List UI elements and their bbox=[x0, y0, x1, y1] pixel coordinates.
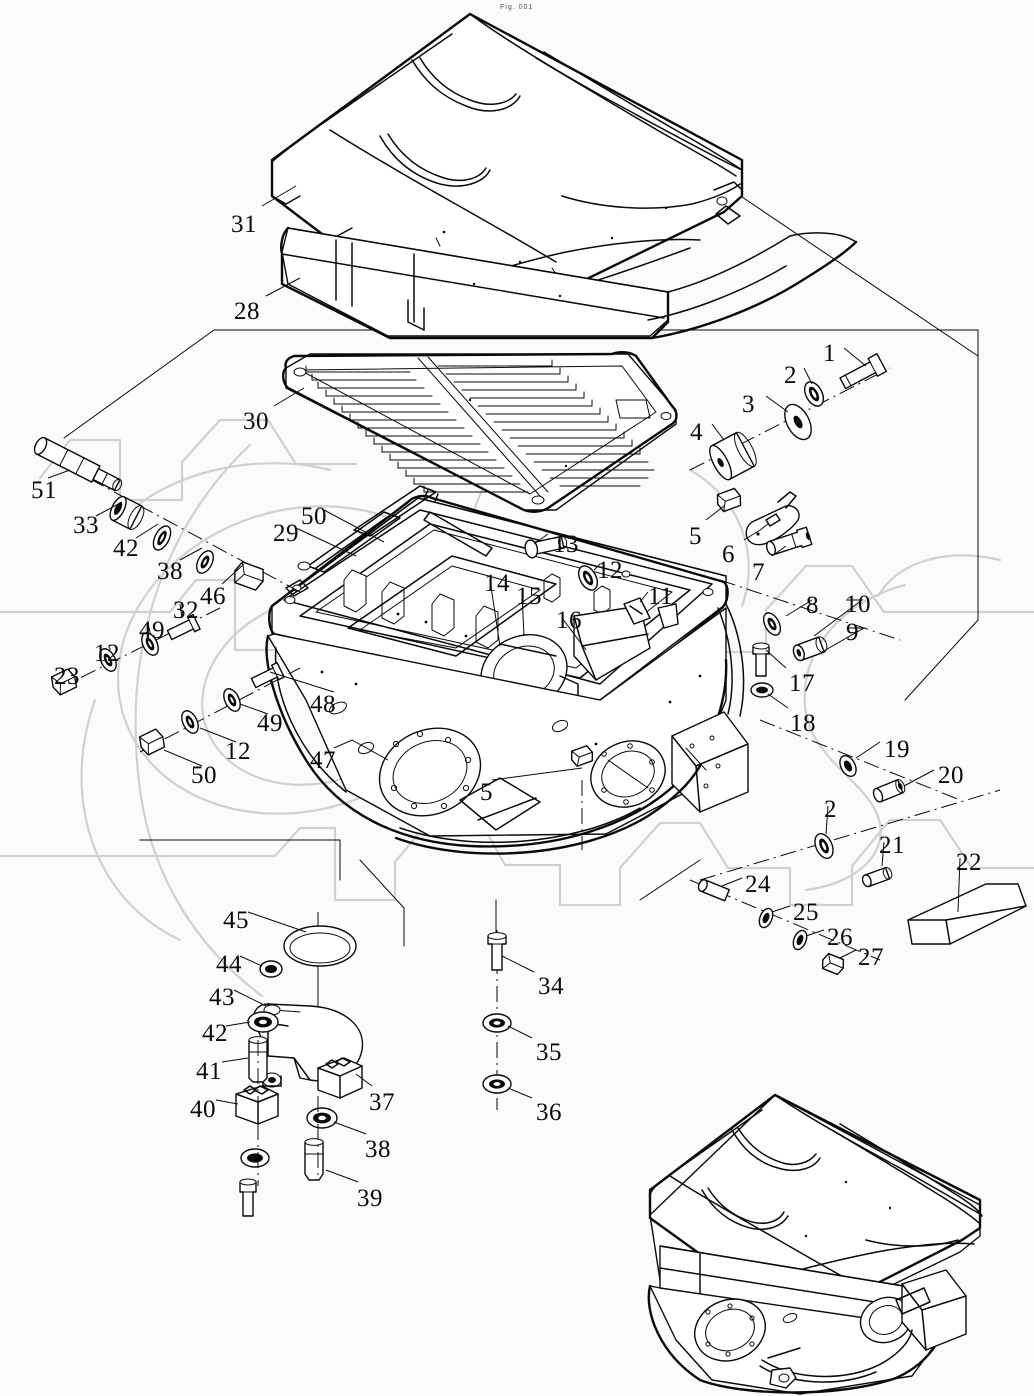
callout-49-lower: 49 bbox=[257, 710, 283, 737]
callout-8: 8 bbox=[806, 592, 819, 619]
callout-9: 9 bbox=[846, 619, 859, 646]
callout-5-upper: 5 bbox=[689, 523, 702, 550]
callout-37: 37 bbox=[369, 1089, 395, 1116]
callout-38-upper: 38 bbox=[157, 558, 183, 585]
callout-25: 25 bbox=[793, 899, 819, 926]
callout-42-lower: 42 bbox=[202, 1020, 228, 1047]
callout-12-left: 12 bbox=[94, 640, 120, 667]
callout-26: 26 bbox=[827, 924, 853, 951]
callout-24: 24 bbox=[745, 871, 771, 898]
callout-36: 36 bbox=[536, 1099, 562, 1126]
assembled-view-inset bbox=[647, 1093, 983, 1395]
callout-50-upper: 50 bbox=[301, 503, 327, 530]
callout-30: 30 bbox=[243, 408, 269, 435]
hardware-5-6-7-latch bbox=[716, 487, 813, 556]
hardware-8-9-10 bbox=[719, 579, 901, 662]
hardware-17-18 bbox=[750, 642, 774, 698]
callout-39: 39 bbox=[357, 1185, 383, 1212]
callout-19: 19 bbox=[884, 736, 910, 763]
callout-17: 17 bbox=[789, 670, 815, 697]
callout-2-upper: 2 bbox=[784, 362, 797, 389]
callout-41: 41 bbox=[196, 1058, 222, 1085]
callout-35: 35 bbox=[536, 1039, 562, 1066]
callout-12-lower: 12 bbox=[225, 738, 251, 765]
part-30-grille-panel bbox=[282, 351, 678, 537]
callout-12-upper: 12 bbox=[597, 557, 623, 584]
hardware-5-lower bbox=[570, 745, 594, 850]
callout-34: 34 bbox=[538, 973, 564, 1000]
callout-47: 47 bbox=[310, 747, 336, 774]
callout-50-lower: 50 bbox=[191, 762, 217, 789]
callout-38-lower: 38 bbox=[365, 1136, 391, 1163]
bracket-group-lower-left bbox=[235, 912, 364, 1217]
hardware-34-35-36 bbox=[482, 930, 512, 1110]
callout-49-upper: 49 bbox=[139, 617, 165, 644]
callout-28: 28 bbox=[234, 298, 260, 325]
fastener-stack-left bbox=[50, 607, 221, 696]
callout-31: 31 bbox=[231, 211, 257, 238]
callout-43: 43 bbox=[209, 984, 235, 1011]
callout-21: 21 bbox=[879, 832, 905, 859]
callout-48: 48 bbox=[310, 691, 336, 718]
callout-10: 10 bbox=[845, 591, 871, 618]
hardware-13-12 bbox=[524, 535, 599, 591]
pivot-shaft-stack bbox=[33, 436, 301, 593]
part-47-main-frame bbox=[265, 485, 749, 855]
callout-18: 18 bbox=[790, 710, 816, 737]
callout-33: 33 bbox=[73, 512, 99, 539]
leader-lines bbox=[47, 185, 961, 1183]
callout-13: 13 bbox=[553, 531, 579, 558]
callout-4: 4 bbox=[690, 419, 703, 446]
callout-32: 32 bbox=[173, 597, 199, 624]
callout-22: 22 bbox=[956, 849, 982, 876]
callout-5-lower: 5 bbox=[480, 779, 493, 806]
callout-6: 6 bbox=[722, 541, 735, 568]
callout-2-lower: 2 bbox=[824, 796, 837, 823]
hardware-1-2-3-4 bbox=[689, 353, 891, 481]
callout-1: 1 bbox=[823, 340, 836, 367]
callout-51: 51 bbox=[31, 477, 57, 504]
callout-46: 46 bbox=[200, 583, 226, 610]
callout-7: 7 bbox=[752, 559, 765, 586]
hardware-19-20 bbox=[759, 719, 961, 803]
callout-14: 14 bbox=[484, 570, 510, 597]
hardware-2-21-22 bbox=[699, 789, 1027, 945]
callout-20: 20 bbox=[938, 762, 964, 789]
callout-16: 16 bbox=[556, 607, 582, 634]
callout-45: 45 bbox=[223, 907, 249, 934]
callout-15: 15 bbox=[516, 583, 542, 610]
callout-44: 44 bbox=[216, 951, 242, 978]
callout-42-upper: 42 bbox=[113, 535, 139, 562]
callout-11: 11 bbox=[648, 583, 674, 610]
callout-3: 3 bbox=[742, 391, 755, 418]
fastener-stack-left-lower bbox=[138, 661, 301, 756]
part-28-front-fairing bbox=[280, 226, 858, 340]
callout-40: 40 bbox=[190, 1096, 216, 1123]
callout-23: 23 bbox=[54, 663, 80, 690]
callout-27: 27 bbox=[858, 944, 884, 971]
part-31-hood-cover bbox=[270, 12, 744, 294]
sheet-header-mark: Fig. 001 bbox=[500, 4, 534, 11]
hardware-24-25-26-27 bbox=[689, 879, 881, 976]
callout-29: 29 bbox=[273, 520, 299, 547]
